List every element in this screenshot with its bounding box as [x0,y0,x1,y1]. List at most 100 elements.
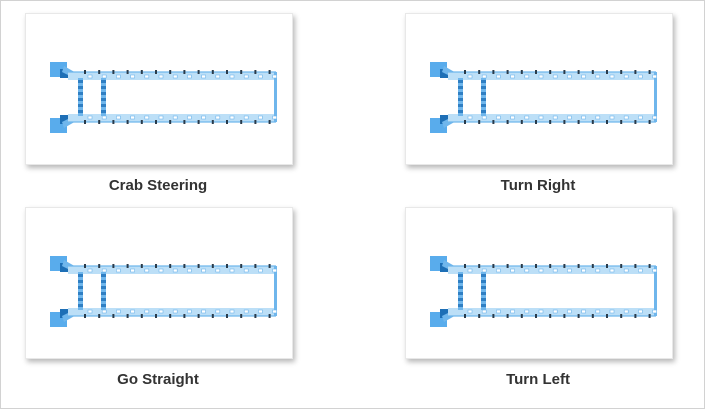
wheel-mark-bottom [226,314,228,318]
wheel-mark-bottom [226,120,228,124]
fitting-top [172,268,178,273]
wheel-mark-bottom [606,314,608,318]
fitting-bottom [623,115,629,120]
fitting-bottom [609,115,615,120]
cross-member-segment [481,110,486,113]
end-block-top-shade [440,263,449,272]
fitting-top [158,268,164,273]
wheel-mark-top [563,264,566,268]
wheel-mark-bottom [112,314,115,318]
right-end-post [274,266,277,316]
wheel-mark-bottom [634,120,637,124]
diagram-card [25,13,293,165]
fitting-bottom [595,115,601,120]
cross-member-segment [78,98,83,101]
wheel-mark-bottom [140,314,143,318]
fitting-top [496,268,501,273]
fitting-top [567,74,572,79]
fitting-bottom [567,309,572,314]
fitting-top [510,74,515,79]
fitting-top [652,268,657,273]
wheel-mark-bottom [268,120,271,124]
top-rail [68,72,276,80]
wheel-mark-bottom [648,120,651,124]
fitting-bottom [229,309,235,314]
fitting-bottom [243,309,249,314]
wheel-mark-top [520,264,523,268]
fitting-top [258,74,263,79]
fitting-bottom [272,309,277,314]
fitting-top [467,268,473,273]
cross-member-segment [78,298,83,301]
top-rail [448,72,656,80]
fitting-bottom [201,309,206,314]
panel-caption: Turn Right [500,177,576,194]
fitting-top [638,74,643,79]
cross-member-segment [481,286,486,289]
fitting-top [538,268,544,273]
fitting-top [87,74,93,79]
wheel-mark-bottom [140,120,143,124]
wheel-mark-top [226,70,228,74]
wheel-mark-bottom [155,120,157,124]
fitting-bottom [116,309,121,314]
cross-member-segment [481,104,486,107]
fitting-bottom [481,309,487,314]
fitting-bottom [538,309,544,314]
cross-member-segment [458,280,463,283]
panel-caption: Crab Steering [108,177,208,194]
fitting-bottom [258,115,263,120]
wheel-mark-top [549,264,552,268]
cross-member-2 [481,78,486,116]
panel-caption: Go Straight [117,371,199,388]
wheel-mark-bottom [84,314,86,318]
wheel-mark-top [197,264,200,268]
end-block-bottom-shade [440,309,449,318]
cross-member-segment [78,110,83,113]
fitting-top [272,74,277,79]
wheel-mark-bottom [126,314,129,318]
wheel-mark-bottom [506,120,509,124]
cross-member-segment [78,86,83,89]
frame-diagram [430,256,657,327]
wheel-mark-top [112,264,115,268]
fitting-top [130,74,135,79]
fitting-top [524,74,530,79]
fitting-top [201,74,206,79]
wheel-mark-bottom [464,314,466,318]
wheel-mark-top [506,70,509,74]
fitting-top [609,74,615,79]
cross-member-segment [78,274,83,277]
fitting-bottom [510,309,515,314]
cross-member-segment [458,286,463,289]
wheel-mark-bottom [620,120,623,124]
wheel-mark-top [126,264,129,268]
wheel-mark-bottom [520,314,523,318]
wheel-mark-top [606,264,608,268]
fitting-bottom [187,309,192,314]
fitting-bottom [187,115,192,120]
fitting-top [243,268,249,273]
fitting-top [581,268,586,273]
fitting-bottom [101,309,107,314]
wheel-mark-top [126,70,129,74]
wheel-mark-top [648,70,651,74]
wheel-mark-top [634,70,637,74]
fitting-bottom [467,115,473,120]
cross-member-segment [481,304,486,307]
wheel-mark-bottom [606,120,608,124]
wheel-mark-top [492,70,495,74]
fitting-top [467,74,473,79]
fitting-top [101,268,107,273]
cross-member-segment [78,286,83,289]
wheel-mark-top [591,70,594,74]
wheel-mark-top [197,70,200,74]
cross-member-segment [458,80,463,83]
fitting-top [229,268,235,273]
cross-member-segment [458,110,463,113]
wheel-mark-bottom [563,120,566,124]
cross-member-segment [458,292,463,295]
cross-member-segment [101,298,106,301]
wheel-mark-bottom [464,120,466,124]
